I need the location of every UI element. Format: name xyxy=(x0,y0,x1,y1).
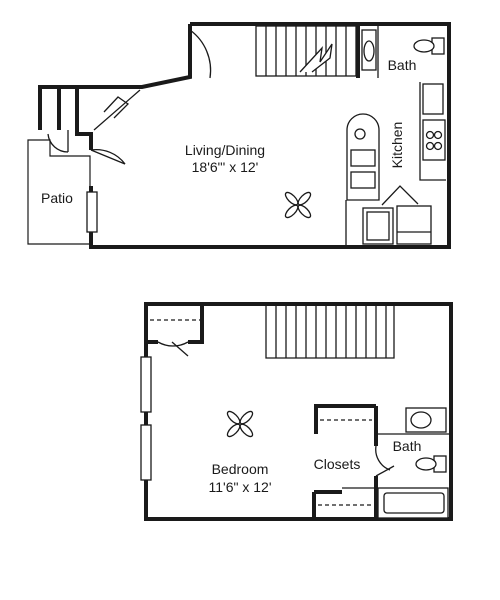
first-floor: Bath Kitchen xyxy=(27,22,451,249)
coat-closet-door[interactable] xyxy=(93,89,141,131)
staircase-lower xyxy=(265,306,395,359)
kitchen-appliances xyxy=(362,185,432,245)
living-dining-size: 18'6"' x 12' xyxy=(192,159,259,175)
ceiling-fan-icon xyxy=(284,191,312,219)
staircase-upper xyxy=(255,25,357,77)
linen-closet xyxy=(146,306,204,357)
lower-bath-toilet xyxy=(415,455,447,473)
kitchen-label: Kitchen xyxy=(389,122,405,169)
bathtub xyxy=(377,487,449,519)
lower-bath-sink xyxy=(405,407,447,433)
patio-label: Patio xyxy=(41,190,73,206)
kitchen-counter xyxy=(419,82,446,181)
closets-area xyxy=(312,404,376,518)
entry-door[interactable] xyxy=(90,148,126,165)
stair-hall-door[interactable] xyxy=(189,29,212,79)
living-dining-label: Living/Dining xyxy=(185,142,265,158)
ceiling-fan-icon xyxy=(226,410,254,438)
kitchen-island xyxy=(346,113,380,201)
upper-bath-toilet xyxy=(413,37,445,55)
second-floor-exterior-wall xyxy=(144,302,453,521)
bedroom-window-upper xyxy=(140,356,152,413)
upper-bath-label: Bath xyxy=(388,57,417,73)
bedroom-size: 11'6" x 12' xyxy=(209,479,272,495)
patio-window xyxy=(86,191,98,233)
second-floor: Bath Bedroom 11'6" x 12' Closets xyxy=(140,302,453,521)
bedroom-window-lower xyxy=(140,424,152,481)
bedroom-label: Bedroom xyxy=(212,461,269,477)
lower-bath-label: Bath xyxy=(393,438,422,454)
patio-storage-door[interactable] xyxy=(47,130,69,153)
patio-storage-wall xyxy=(38,85,77,130)
upper-bath-sink xyxy=(361,29,377,71)
first-floor-left-wall xyxy=(75,24,192,150)
closets-label: Closets xyxy=(314,456,361,472)
lower-bath-door[interactable] xyxy=(375,445,395,477)
